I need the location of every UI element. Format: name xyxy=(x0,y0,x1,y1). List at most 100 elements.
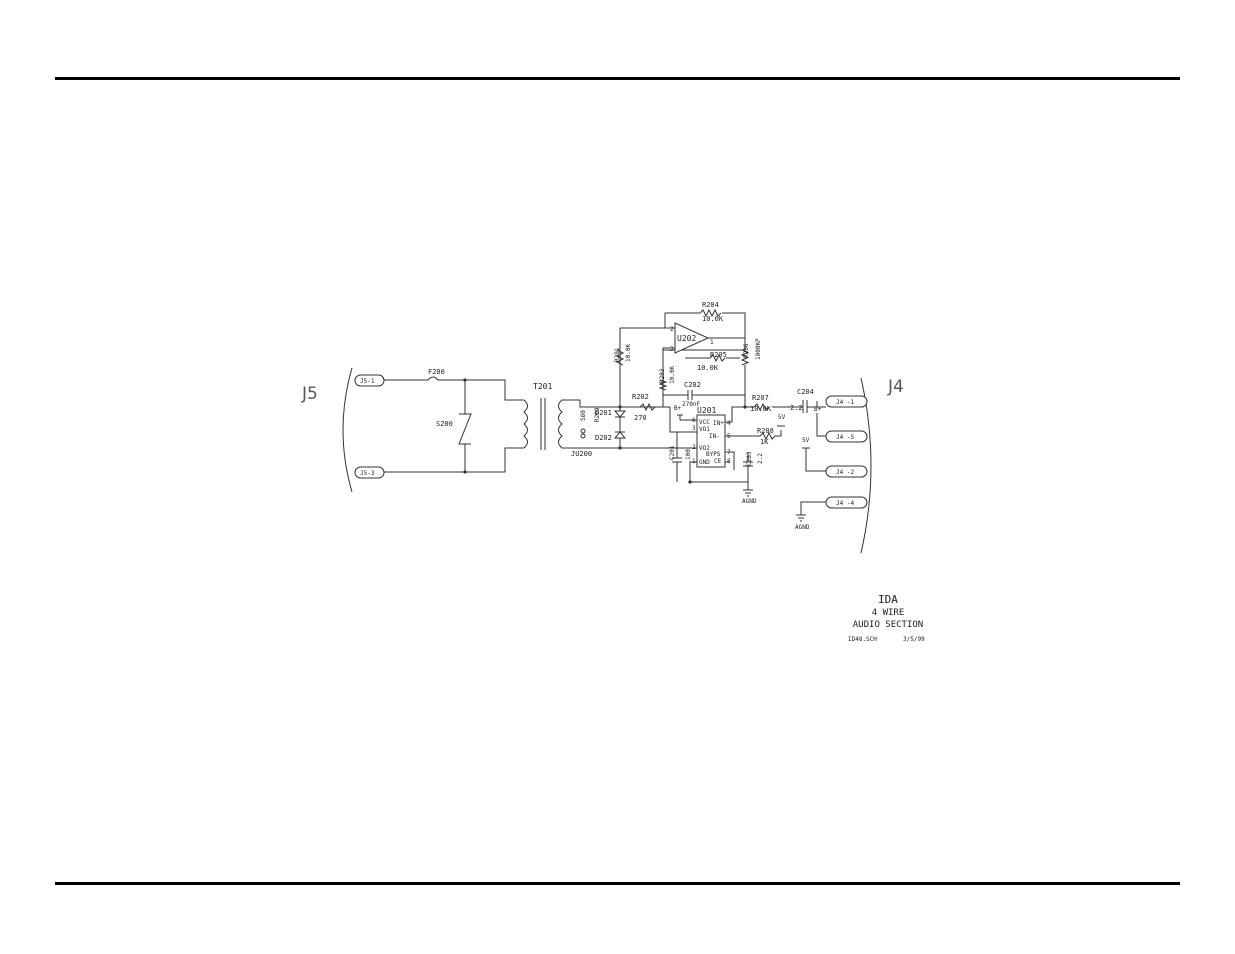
r202-resistor xyxy=(639,402,656,412)
ju200-label: JU200 xyxy=(571,450,592,458)
r205-label: R205 xyxy=(710,351,727,359)
connector-j4-5: J4 -5 xyxy=(825,430,868,443)
title-file: ID48.SCH xyxy=(848,636,877,643)
c202-capacitor xyxy=(687,390,693,400)
5v-label-2: 5V xyxy=(802,437,810,444)
r208-value: 1K xyxy=(760,438,769,446)
svg-text:1: 1 xyxy=(710,339,714,346)
wire-sec-top xyxy=(566,399,670,408)
svg-text:J4 -4: J4 -4 xyxy=(836,500,854,507)
d202-diode xyxy=(613,431,627,439)
agnd-label-1: AGND xyxy=(742,498,757,505)
svg-text:J4 -2: J4 -2 xyxy=(836,469,854,476)
r204-value: 10.0K xyxy=(702,315,724,323)
s80-label: S80 xyxy=(580,410,587,421)
u202-opamp xyxy=(674,322,710,354)
r203-label: R203 xyxy=(659,368,666,383)
j5-label: J5 xyxy=(301,384,318,404)
agnd-symbol-1 xyxy=(743,482,753,497)
r204-resistor xyxy=(699,308,722,318)
r207-label: R207 xyxy=(752,394,769,402)
j4-label: J4 xyxy=(887,377,904,397)
connector-j5-1: J5-1 xyxy=(354,374,385,387)
s200-label: S200 xyxy=(436,420,453,428)
agnd-label-2: AGND xyxy=(795,524,810,531)
c202-label: C202 xyxy=(684,381,701,389)
d202-label: D202 xyxy=(595,434,612,442)
5v-label-1: 5V xyxy=(778,414,786,421)
f200-label: F200 xyxy=(428,368,445,376)
r206-resistor xyxy=(740,349,750,366)
title-line1: 4 WIRE xyxy=(872,608,905,618)
r208-label: R208 xyxy=(757,427,774,435)
agnd-symbol-2 xyxy=(796,501,826,522)
r205-value: 10.0K xyxy=(697,364,719,372)
top-rule xyxy=(55,77,1180,80)
wire-j5-3 xyxy=(384,447,520,473)
svg-text:J5-3: J5-3 xyxy=(360,470,375,477)
t201-primary xyxy=(520,399,528,449)
c201-capacitor xyxy=(672,457,682,463)
u201-label: U201 xyxy=(697,406,716,415)
bplus-vcc-label: B+ xyxy=(674,405,682,412)
svg-text:GND: GND xyxy=(699,459,710,466)
bottom-rule xyxy=(55,882,1180,885)
r206-label: R206 xyxy=(743,343,750,358)
t201-core xyxy=(540,398,546,450)
r201-resistor xyxy=(615,349,625,366)
svg-text:2: 2 xyxy=(670,326,674,333)
u202-label: U202 xyxy=(677,334,696,343)
svg-text:J4 -5: J4 -5 xyxy=(836,434,854,441)
svg-text:3: 3 xyxy=(692,425,696,432)
title-block: IDA 4 WIRE AUDIO SECTION ID48.SCH 3/5/99 xyxy=(848,593,925,643)
c203-label: C203 xyxy=(746,451,753,466)
r204-label: R204 xyxy=(702,301,719,309)
connector-j5-3: J5-3 xyxy=(354,466,385,479)
r209-label: R209 xyxy=(594,407,601,422)
r203-resistor xyxy=(658,379,668,391)
c202-value: 270nF xyxy=(682,401,700,408)
r201-value: 10.0K xyxy=(625,344,632,362)
r207-value: 10.0K xyxy=(750,405,772,413)
c201-label: C201 xyxy=(669,445,676,460)
svg-text:VO1: VO1 xyxy=(699,426,710,433)
r201-label: R201 xyxy=(614,347,621,362)
s200-surge-symbol xyxy=(458,413,472,445)
r203-value: 10.0K xyxy=(669,366,676,384)
t201-secondary xyxy=(558,399,566,449)
r202-value: 270 xyxy=(634,414,647,422)
bplus-label: B+ xyxy=(814,406,822,413)
r208-resistor xyxy=(759,430,782,441)
c203-capacitor xyxy=(743,461,753,467)
u201-ic xyxy=(696,414,726,468)
r207-resistor xyxy=(753,402,770,412)
c204-value: 2.2 xyxy=(790,404,803,412)
svg-text:IN-: IN- xyxy=(709,433,720,440)
c204-label: C204 xyxy=(797,388,814,396)
connector-j4-1: J4 -1 xyxy=(825,395,868,408)
svg-text:VO2: VO2 xyxy=(699,445,710,452)
svg-text:4: 4 xyxy=(727,420,731,427)
svg-text:BYPS: BYPS xyxy=(706,451,721,458)
r202-label: R202 xyxy=(632,393,649,401)
connector-j4-2: J4 -2 xyxy=(825,465,868,478)
title-name: IDA xyxy=(878,593,898,606)
svg-text:3: 3 xyxy=(670,346,674,353)
r205-resistor xyxy=(709,353,726,363)
svg-text:IN+: IN+ xyxy=(713,420,724,427)
svg-text:J5-1: J5-1 xyxy=(360,378,375,385)
title-line2: AUDIO SECTION xyxy=(853,620,923,630)
d201-diode xyxy=(613,410,627,418)
connector-j4-4: J4 -4 xyxy=(825,496,868,509)
c203-value: 2.2 xyxy=(757,453,764,464)
j5-bracket xyxy=(342,367,353,493)
d201-label: D201 xyxy=(595,409,612,417)
svg-text:J4 -1: J4 -1 xyxy=(836,399,854,406)
svg-text:VCC: VCC xyxy=(699,419,710,426)
r206-value: 1000KP xyxy=(755,338,762,360)
title-date: 3/5/99 xyxy=(903,636,925,643)
c201-value: 100 xyxy=(685,449,692,460)
svg-text:CE: CE xyxy=(714,458,722,465)
wire-j5-1 xyxy=(384,376,520,401)
